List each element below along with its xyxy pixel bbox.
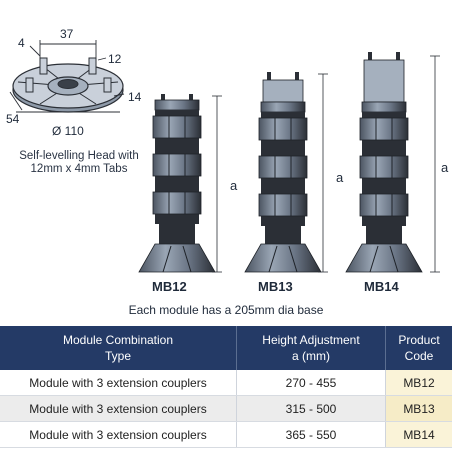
dim-14-label: 14 — [128, 90, 142, 104]
head-caption: Self-levelling Head with 12mm x 4mm Tabs — [19, 150, 139, 175]
table-row: Module with 3 extension couplers 270 - 4… — [0, 370, 452, 396]
pedestal-label-mb14: MB14 — [364, 279, 399, 294]
header-module-type: Module Combination Type — [0, 326, 237, 370]
header-product-code: Product Code — [385, 326, 452, 370]
pedestal-mb13 — [244, 72, 322, 273]
dim-a-mb12: a — [230, 178, 238, 193]
table-row: Module with 3 extension couplers 365 - 5… — [0, 421, 452, 448]
header-code-line1: Product — [398, 333, 440, 347]
dim-a-mb14: a — [441, 160, 449, 175]
pedestal-label-mb13: MB13 — [258, 279, 293, 294]
dim-37-label: 37 — [60, 27, 74, 41]
base-note: Each module has a 205mm dia base — [128, 303, 324, 317]
header-module-type-line1: Module Combination — [62, 333, 174, 347]
spec-table: Module Combination Type Height Adjustmen… — [0, 326, 452, 448]
cell-type: Module with 3 extension couplers — [0, 370, 237, 396]
pedestal-label-mb12: MB12 — [152, 279, 187, 294]
head-drawing — [9, 40, 125, 113]
pedestals-drawing — [138, 52, 440, 273]
cell-range: 270 - 455 — [236, 370, 386, 396]
table-row: Module with 3 extension couplers 315 - 5… — [0, 395, 452, 422]
header-height-line1: Height Adjustment — [262, 333, 360, 347]
header-height-line2: a (mm) — [292, 349, 330, 363]
cell-range: 315 - 500 — [236, 395, 386, 422]
header-module-type-line2: Type — [104, 349, 131, 363]
header-code-line2: Code — [404, 349, 434, 363]
pedestal-mb12 — [138, 94, 216, 273]
cell-range: 365 - 550 — [236, 421, 386, 448]
table-header-row: Module Combination Type Height Adjustmen… — [0, 326, 452, 370]
dim-54-label: 54 — [6, 112, 20, 126]
dim-4-label: 4 — [18, 36, 25, 50]
dim-110-label: Ø 110 — [52, 124, 84, 138]
dim-a-mb13: a — [336, 170, 344, 185]
cell-code: MB12 — [385, 370, 452, 396]
dim-12-label: 12 — [108, 52, 122, 66]
cell-type: Module with 3 extension couplers — [0, 395, 237, 422]
cell-type: Module with 3 extension couplers — [0, 421, 237, 448]
cell-code: MB13 — [385, 395, 452, 422]
cell-code: MB14 — [385, 421, 452, 448]
pedestal-mb14 — [345, 52, 423, 273]
header-height-adjustment: Height Adjustment a (mm) — [236, 326, 386, 370]
